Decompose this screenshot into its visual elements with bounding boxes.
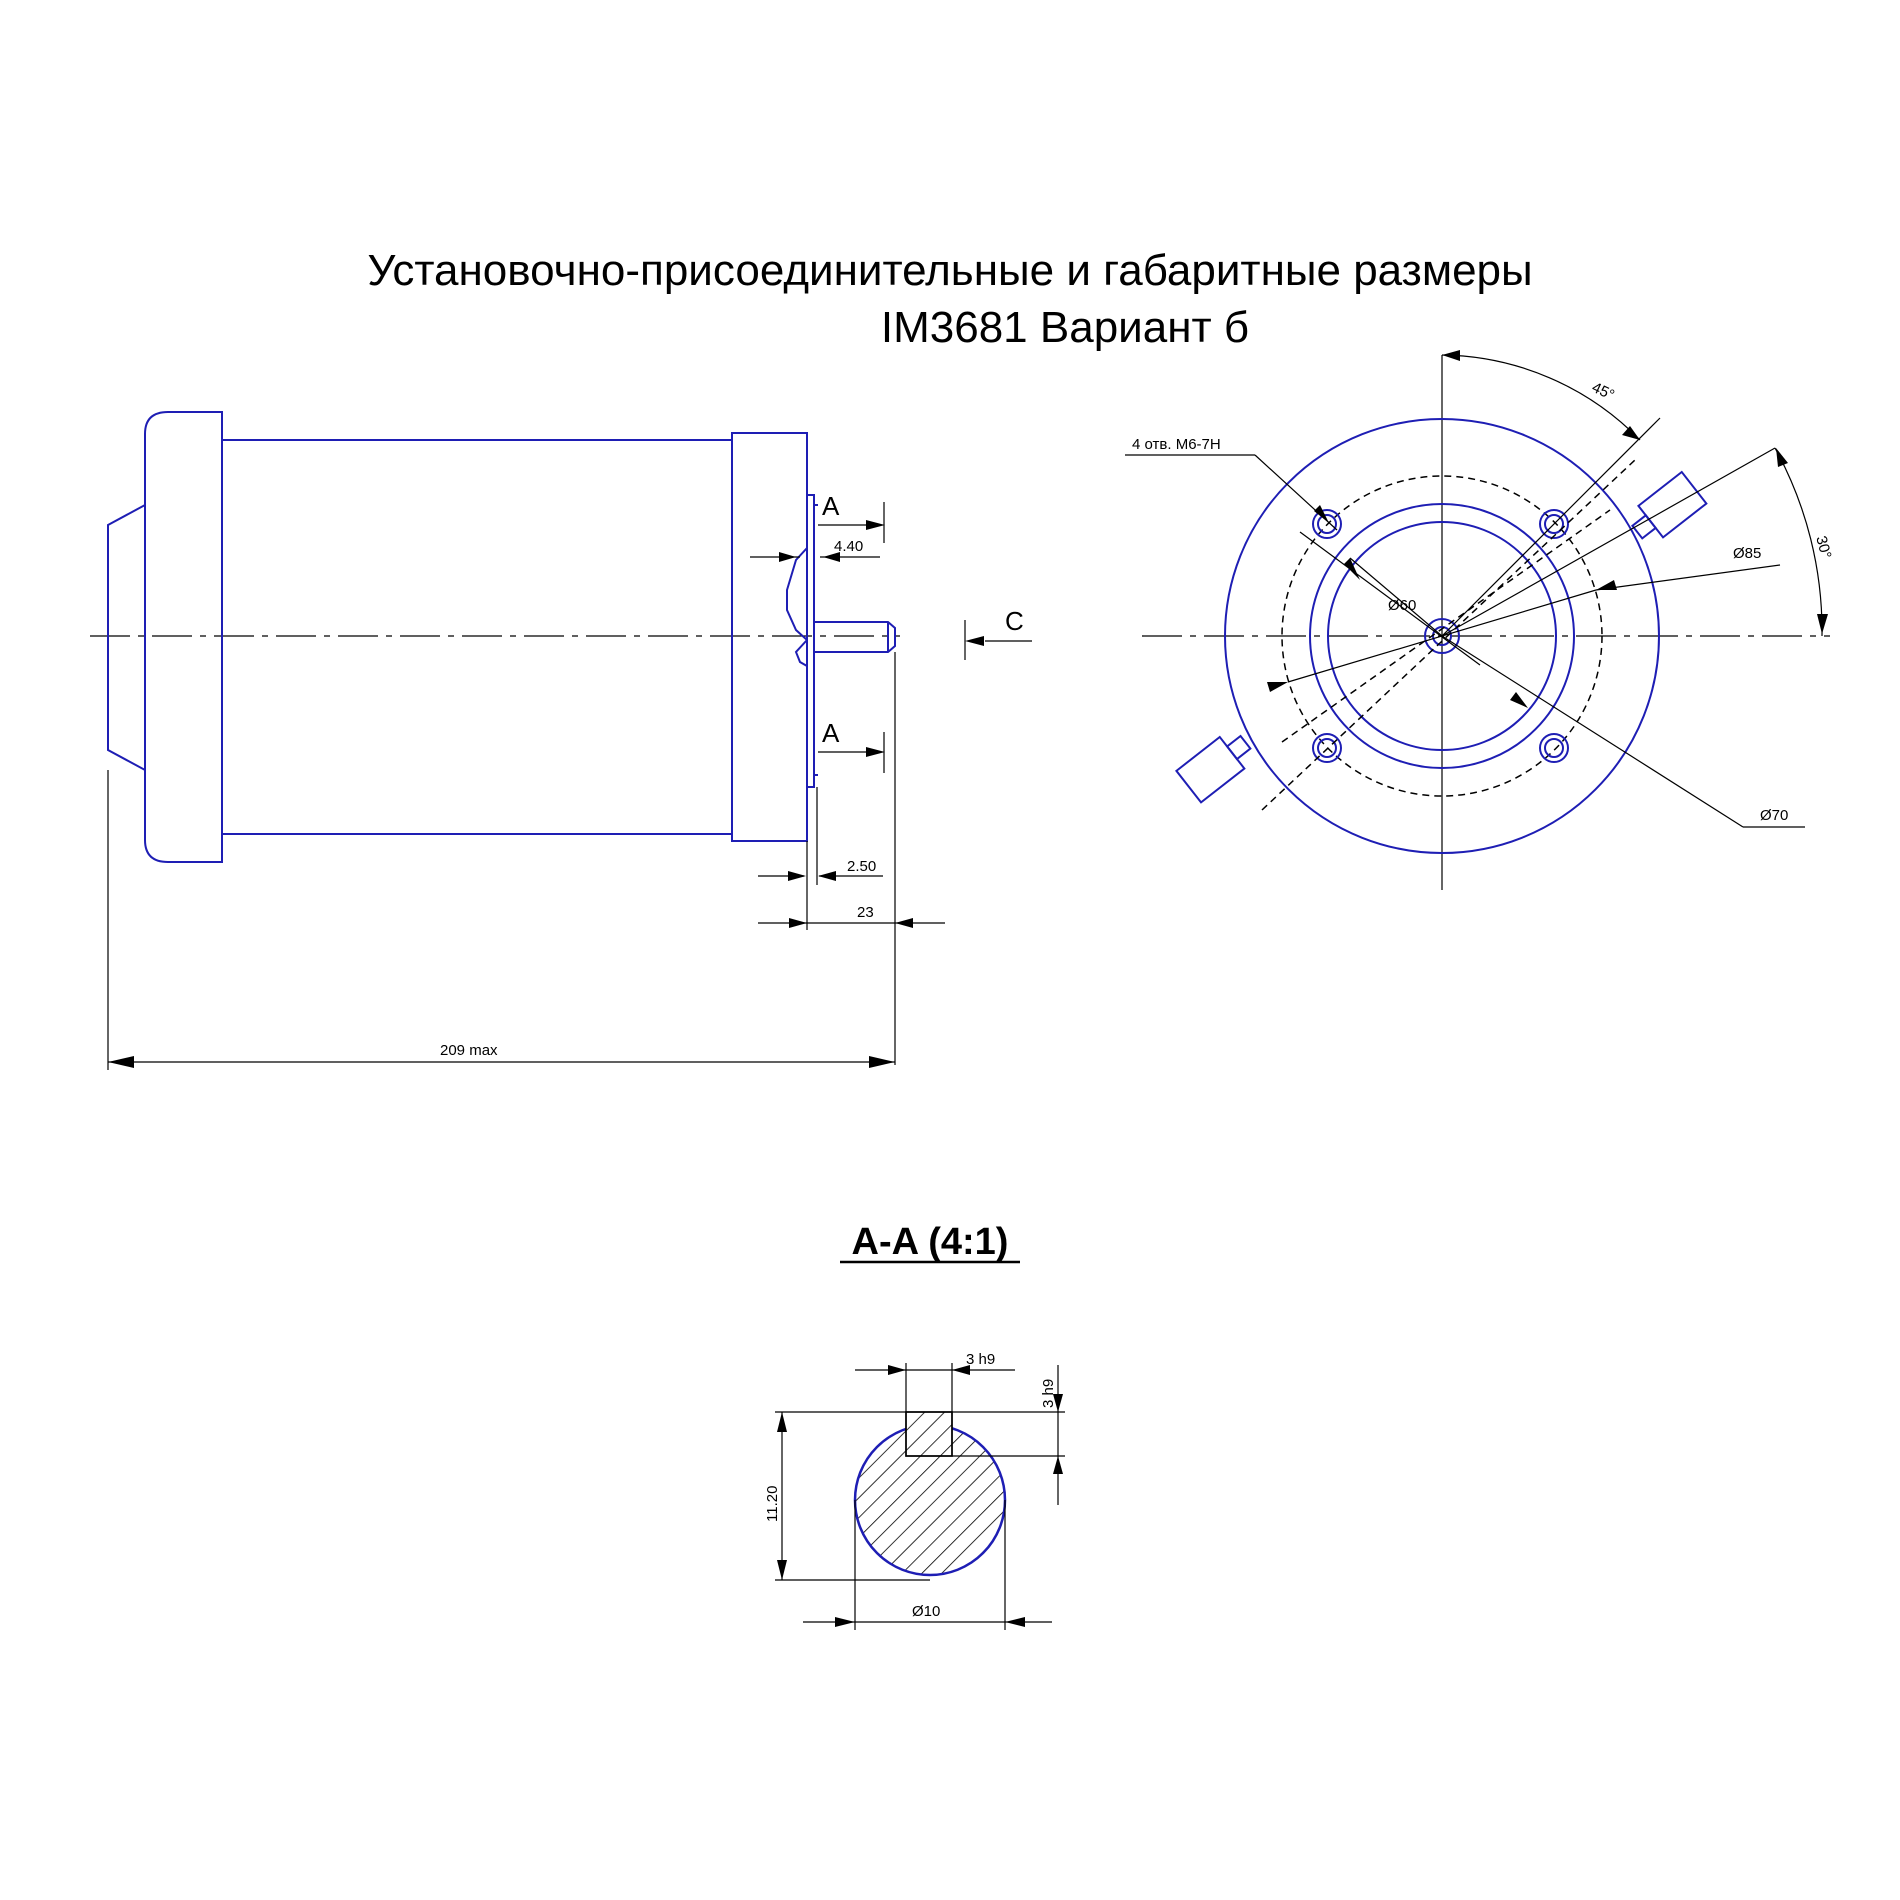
dimension-209-max: 209 max [108, 1042, 895, 1068]
svg-text:Ø10: Ø10 [912, 1603, 940, 1620]
svg-text:4.40: 4.40 [834, 538, 863, 555]
title-line-2: IM3681 Вариант б [881, 303, 1249, 352]
svg-text:209 max: 209 max [440, 1042, 498, 1059]
mounting-plate [806, 494, 815, 788]
svg-text:A: A [822, 718, 840, 748]
mounting-hole-icon [1312, 733, 1342, 763]
terminal-block-upper-right [1630, 470, 1708, 540]
svg-text:C: C [1005, 606, 1024, 636]
svg-text:A: A [822, 491, 840, 521]
title-line-1: Установочно-присоединительные и габаритн… [367, 246, 1532, 295]
ring-circle-inner [1327, 521, 1557, 751]
hub-circle [1424, 618, 1460, 654]
dimension-2-50: 2.50 [758, 858, 883, 881]
holes-leader: 4 отв. М6-7Н [1125, 436, 1338, 531]
dimension-dia-85: Ø85 [1267, 545, 1781, 692]
front-flange [731, 432, 808, 842]
dimension-4-40: 4.40 [750, 538, 880, 562]
terminal-block-lower-left [1175, 734, 1252, 804]
svg-text:11.20: 11.20 [764, 1486, 781, 1522]
section-title: A-A (4:1) [852, 1221, 1009, 1263]
ring-circle-outer [1309, 503, 1575, 769]
svg-text:23: 23 [857, 904, 874, 921]
dimension-23: 23 [758, 904, 945, 928]
svg-text:45°: 45° [1589, 379, 1617, 404]
angle-45: 45° [1441, 350, 1661, 637]
view-mark-c: C [964, 606, 1032, 660]
svg-text:Ø60: Ø60 [1388, 597, 1416, 614]
svg-text:30°: 30° [1812, 534, 1834, 560]
rear-cap [107, 503, 146, 772]
dimension-height-total: 11.20 [764, 1411, 930, 1581]
dimension-dia-60: Ø60 [1299, 531, 1481, 666]
mounting-hole-icon [1312, 509, 1342, 539]
mounting-hole-icon [1539, 509, 1569, 539]
side-view: A A C 4.40 [90, 411, 1032, 1070]
front-view: 45° 30° 4 отв. М6-7Н Ø85 [1125, 350, 1835, 890]
dimension-key-height: 3 h9 [952, 1365, 1065, 1505]
outer-circle [1224, 418, 1660, 854]
mounting-holes [1312, 509, 1569, 763]
angle-30: 30° [1441, 447, 1835, 637]
dimension-key-width: 3 h9 [855, 1351, 1015, 1412]
rear-flange [144, 411, 223, 863]
section-mark-a-bottom: A [818, 718, 885, 773]
mounting-hole-icon [1539, 733, 1569, 763]
section-mark-a-top: A [818, 491, 885, 543]
svg-text:3 h9: 3 h9 [966, 1351, 995, 1368]
motor-body [221, 439, 733, 835]
section-aa: A-A (4:1) 3 h9 3 h9 [764, 1221, 1065, 1630]
dimension-dia-70: Ø70 [1349, 557, 1805, 828]
svg-text:Ø70: Ø70 [1760, 807, 1788, 824]
bearing-boss [786, 547, 808, 641]
bolt-circle [1281, 475, 1603, 797]
svg-text:4 отв. М6-7Н: 4 отв. М6-7Н [1132, 436, 1221, 453]
dimension-shaft-diameter: Ø10 [803, 1500, 1052, 1630]
svg-text:2.50: 2.50 [847, 858, 876, 875]
svg-text:Ø85: Ø85 [1733, 545, 1761, 562]
shaft [813, 621, 896, 653]
drawing-title: Установочно-присоединительные и габаритн… [367, 246, 1532, 352]
svg-text:3 h9: 3 h9 [1040, 1379, 1057, 1408]
